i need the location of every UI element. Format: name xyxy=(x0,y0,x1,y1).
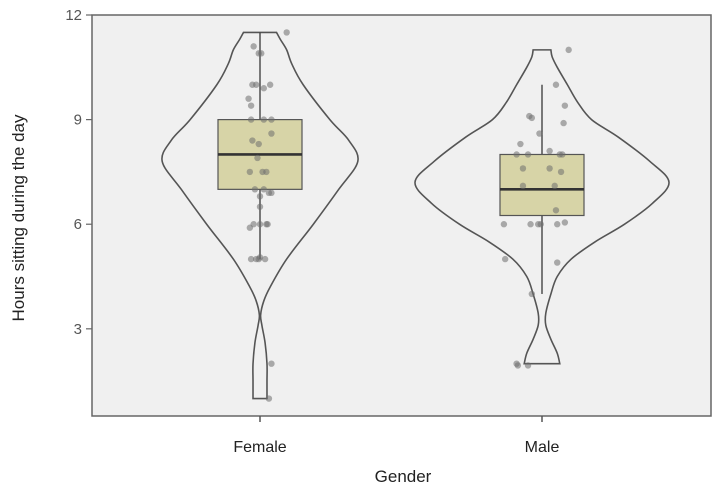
data-point xyxy=(537,221,544,228)
data-point xyxy=(256,221,264,228)
data-point xyxy=(500,221,508,228)
data-point xyxy=(256,254,264,261)
data-point xyxy=(258,50,265,57)
y-tick-label: 6 xyxy=(74,216,82,233)
data-point xyxy=(565,46,572,54)
data-point xyxy=(561,219,569,226)
data-point xyxy=(560,119,567,127)
data-point xyxy=(254,154,261,162)
y-axis: 3 6 9 12 xyxy=(65,7,92,338)
data-point xyxy=(513,151,520,158)
data-point xyxy=(559,151,566,158)
data-point xyxy=(247,255,255,263)
data-point xyxy=(524,151,532,158)
data-point xyxy=(256,203,264,210)
data-point xyxy=(514,362,522,369)
data-point xyxy=(528,290,536,298)
data-point xyxy=(557,168,565,176)
data-point xyxy=(245,95,252,102)
y-tick-label: 12 xyxy=(65,7,82,24)
data-point xyxy=(524,362,532,369)
data-point xyxy=(250,43,257,50)
data-point xyxy=(268,116,275,123)
data-point xyxy=(528,114,536,122)
data-point xyxy=(268,360,275,367)
x-tick-label-female: Female xyxy=(233,439,286,456)
data-point xyxy=(266,81,274,88)
data-point xyxy=(247,116,255,123)
y-tick-label: 9 xyxy=(74,112,82,129)
data-point xyxy=(256,193,264,200)
violin-group-male xyxy=(414,46,670,369)
y-tick-label: 3 xyxy=(74,321,82,338)
violin-outline xyxy=(161,31,359,400)
plot-area xyxy=(91,14,712,417)
data-point xyxy=(265,395,273,402)
data-point xyxy=(561,102,569,109)
data-point xyxy=(552,207,560,214)
data-point xyxy=(283,29,290,36)
data-point xyxy=(519,165,527,172)
data-point xyxy=(263,168,270,176)
data-point xyxy=(551,182,558,190)
data-point xyxy=(546,165,553,172)
data-point xyxy=(251,186,259,193)
data-point xyxy=(261,255,269,263)
data-point xyxy=(554,221,561,228)
data-point xyxy=(264,221,271,228)
data-point xyxy=(260,85,268,92)
x-axis: Female Male xyxy=(233,416,559,456)
data-point xyxy=(552,81,560,88)
data-point xyxy=(517,140,524,148)
data-point xyxy=(255,140,262,148)
violin-outline xyxy=(414,49,670,365)
data-point xyxy=(249,137,256,144)
data-point xyxy=(246,224,254,231)
y-axis-title: Hours sitting during the day xyxy=(9,114,28,321)
data-point xyxy=(268,189,275,197)
data-point xyxy=(501,255,509,263)
violin-group-female xyxy=(161,29,359,402)
x-axis-title: Gender xyxy=(375,467,432,486)
iqr-box xyxy=(499,153,585,217)
data-point xyxy=(519,182,527,190)
data-point xyxy=(247,102,255,109)
data-point xyxy=(246,168,254,176)
data-point xyxy=(268,130,275,137)
data-point xyxy=(546,147,553,155)
violins xyxy=(161,29,670,402)
data-point xyxy=(252,81,260,88)
data-point xyxy=(536,130,543,137)
data-point xyxy=(554,259,561,266)
x-tick-label-male: Male xyxy=(525,439,560,456)
data-point xyxy=(260,116,268,123)
data-point xyxy=(260,186,268,193)
data-point xyxy=(527,221,534,228)
